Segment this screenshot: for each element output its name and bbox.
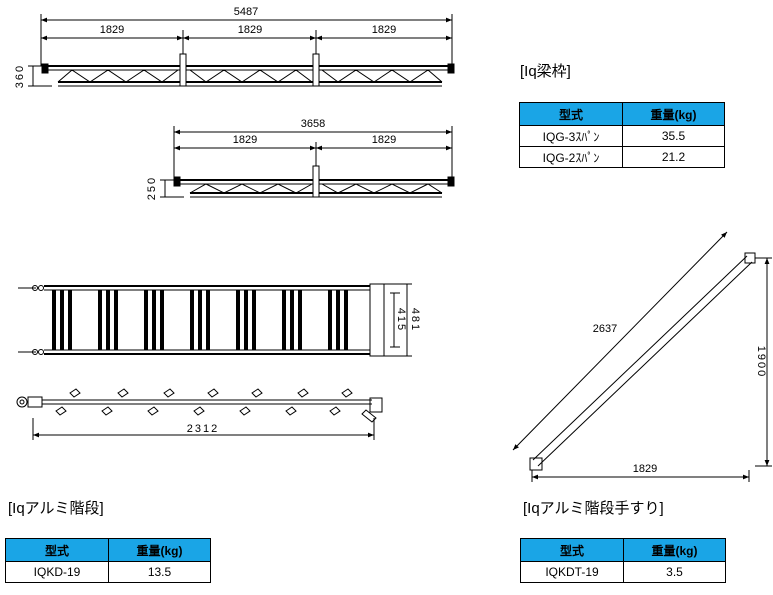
girder-2span-span-2-label: 1829 [372,134,396,146]
stair-length-label: 2312 [187,423,219,435]
table-header-row: 型式 重量(kg) [5,538,211,562]
girder-2span-span-1-label: 1829 [233,134,257,146]
girder-3span-span-2-label: 1829 [238,24,262,36]
table-row: IQG-3ｽﾊﾟﾝ 35.5 [519,125,725,147]
table-row: IQKD-19 13.5 [5,561,211,583]
handrail-weight-table: 型式 重量(kg) IQKDT-19 3.5 [520,538,726,583]
column-header-model: 型式 [519,102,623,126]
stair-width-inner-label: 415 [395,308,407,332]
column-header-model: 型式 [5,538,109,562]
stair-section-title: [Iqアルミ階段] [8,500,104,517]
stair-width-outer-label: 481 [409,308,421,332]
stair-side-drawing [16,388,383,440]
girder-3span-overall-label: 5487 [234,6,258,18]
weight-cell: 3.5 [623,561,726,583]
girder-section-title: [Iq梁枠] [520,63,571,80]
column-header-weight: 重量(kg) [623,538,726,562]
model-cell: IQG-3ｽﾊﾟﾝ [519,125,623,147]
table-header-row: 型式 重量(kg) [519,102,725,126]
girder-weight-table: 型式 重量(kg) IQG-3ｽﾊﾟﾝ 35.5 IQG-2ｽﾊﾟﾝ 21.2 [519,102,725,168]
column-header-weight: 重量(kg) [622,102,725,126]
girder-3span-height-label: 360 [14,64,26,88]
table-header-row: 型式 重量(kg) [520,538,726,562]
weight-cell: 21.2 [622,146,725,168]
handrail-height-label: 1900 [755,346,767,378]
girder-2span-overall-label: 3658 [301,118,325,130]
model-cell: IQG-2ｽﾊﾟﾝ [519,146,623,168]
table-row: IQG-2ｽﾊﾟﾝ 21.2 [519,146,725,168]
girder-2span-height-label: 250 [146,176,158,200]
model-cell: IQKD-19 [5,561,109,583]
column-header-model: 型式 [520,538,624,562]
weight-cell: 35.5 [622,125,725,147]
handrail-drawing [512,231,772,482]
handrail-section-title: [Iqアルミ階段手すり] [523,500,664,517]
weight-cell: 13.5 [108,561,211,583]
handrail-base-label: 1829 [633,463,657,475]
girder-3span-drawing [28,14,455,87]
girder-3span-span-1-label: 1829 [100,24,124,36]
stair-weight-table: 型式 重量(kg) IQKD-19 13.5 [5,538,211,583]
girder-2span-drawing [160,126,455,198]
column-header-weight: 重量(kg) [108,538,211,562]
table-row: IQKDT-19 3.5 [520,561,726,583]
handrail-length-label: 2637 [593,323,617,335]
stair-plan-drawing [18,283,412,357]
model-cell: IQKDT-19 [520,561,624,583]
girder-3span-span-3-label: 1829 [372,24,396,36]
